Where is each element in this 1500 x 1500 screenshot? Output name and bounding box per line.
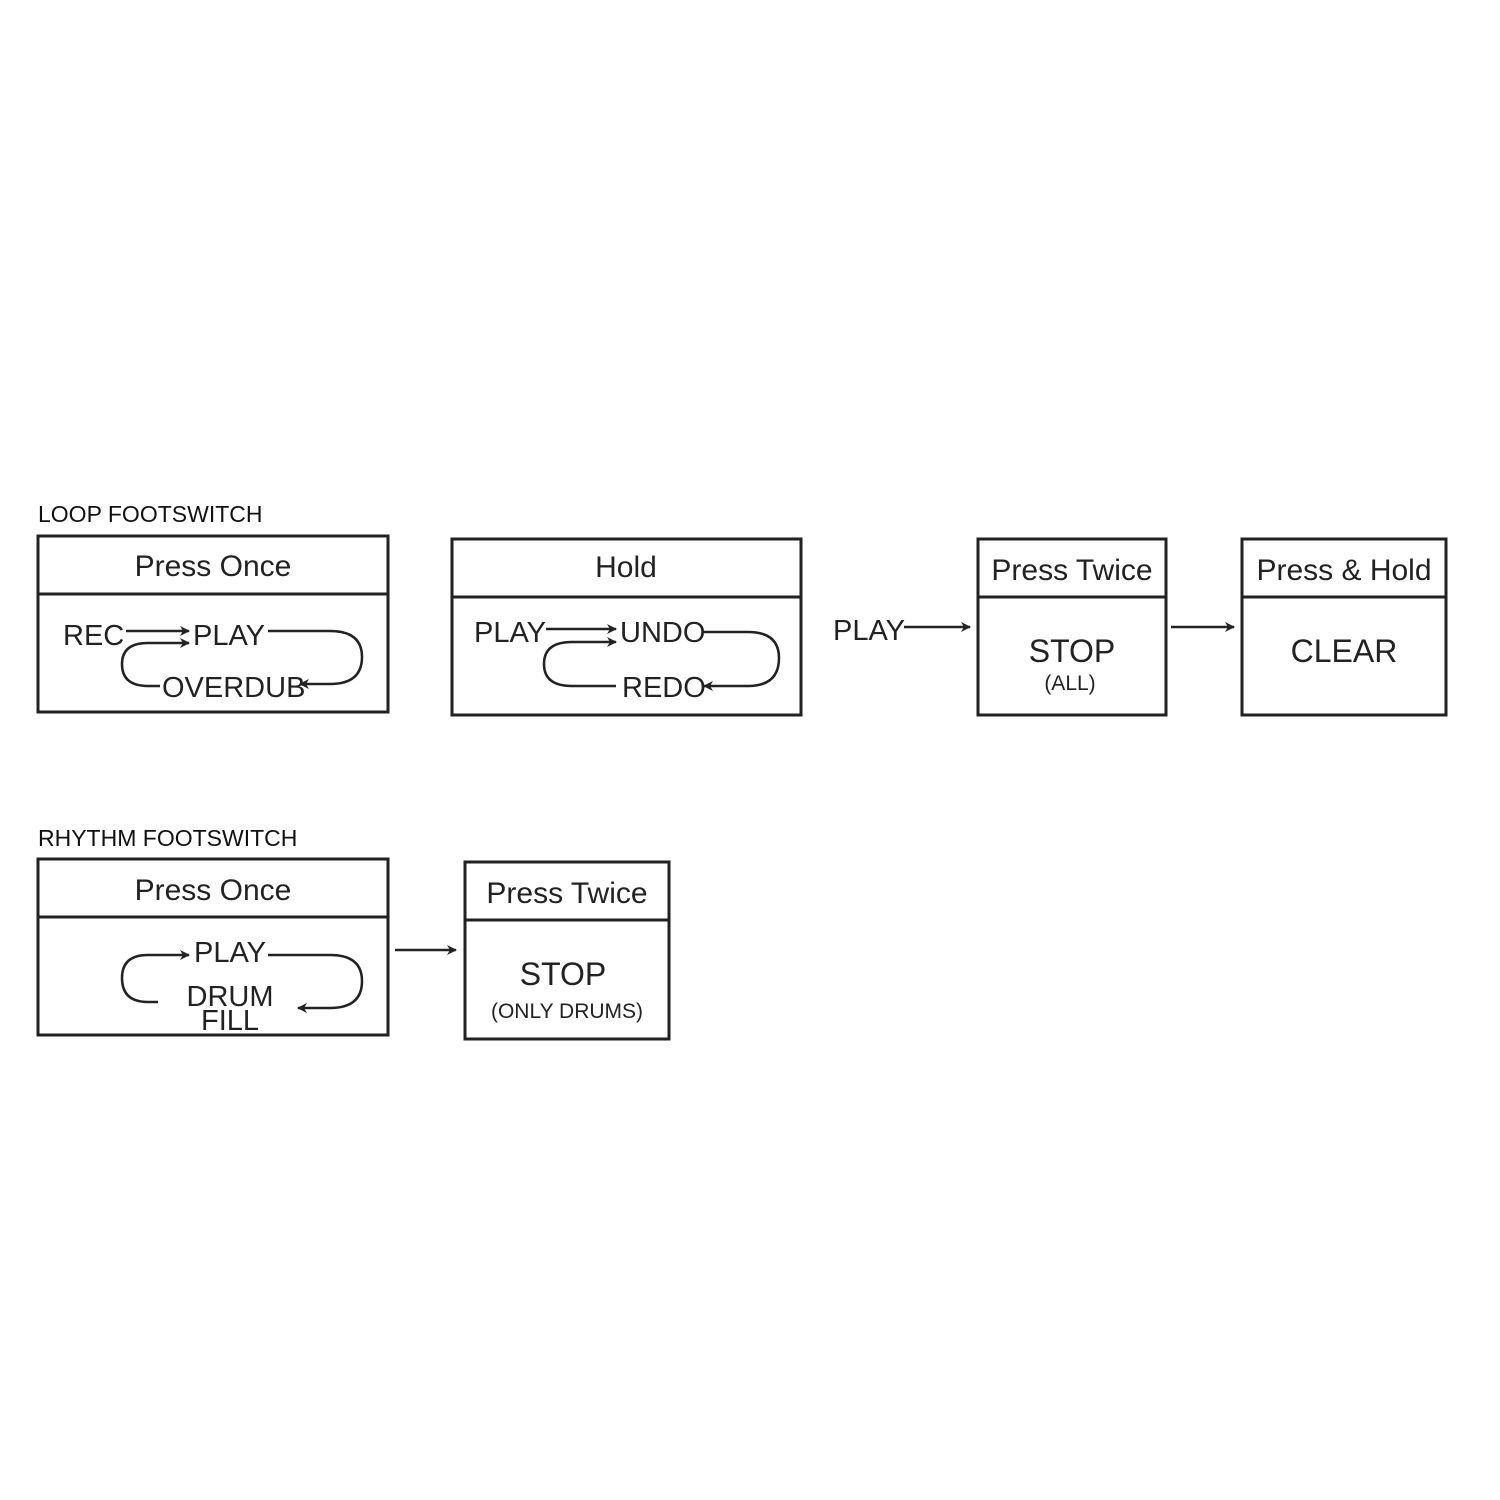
loop-footswitch-title: LOOP FOOTSWITCH	[38, 501, 262, 527]
loop-stop-sub-label: (ALL)	[1044, 672, 1095, 695]
rhythm-press-twice-box: Press Twice STOP (ONLY DRUMS)	[463, 860, 671, 1041]
loop-clear-label: CLEAR	[1291, 633, 1398, 669]
loop-hold-box: Hold PLAY UNDO REDO	[450, 537, 803, 717]
hold-play-label: PLAY	[474, 617, 546, 649]
hold-undo-label: UNDO	[620, 617, 705, 649]
rhythm-drum-label: DRUM	[187, 981, 274, 1013]
rhythm-press-twice-header: Press Twice	[486, 877, 647, 910]
loop-play-label: PLAY	[193, 620, 265, 652]
loop-press-once-box: Press Once REC PLAY OVERDUB	[36, 534, 390, 714]
play-to-fill-arrow	[268, 953, 364, 1013]
rhythm-fill-label: FILL	[201, 1005, 259, 1037]
rhythm-press-once-box: Press Once PLAY DRUM FILL	[36, 857, 390, 1037]
loop-press-twice-box: Press Twice STOP (ALL)	[976, 537, 1168, 717]
loop-stop-label: STOP	[1029, 633, 1116, 669]
undo-to-redo-arrow	[703, 630, 781, 691]
rhythm-press-once-header: Press Once	[135, 874, 292, 907]
loop-play-state-label: PLAY	[833, 615, 905, 647]
play-to-overdub-arrow	[268, 629, 364, 689]
rhythm-stop-sub-label: (ONLY DRUMS)	[491, 1000, 643, 1023]
hold-redo-label: REDO	[622, 672, 706, 704]
rhythm-footswitch-title: RHYTHM FOOTSWITCH	[38, 825, 297, 851]
loop-press-hold-box: Press & Hold CLEAR	[1240, 537, 1448, 717]
overdub-to-play-arrow	[120, 638, 190, 688]
rhythm-play-label: PLAY	[194, 937, 266, 969]
loop-press-once-header: Press Once	[135, 550, 292, 583]
loop-press-twice-header: Press Twice	[991, 554, 1152, 587]
loop-overdub-label: OVERDUB	[162, 672, 305, 704]
loop-press-hold-header: Press & Hold	[1256, 554, 1431, 587]
loop-hold-header: Hold	[595, 551, 657, 584]
rhythm-stop-label: STOP	[520, 956, 607, 992]
loop-rec-label: REC	[63, 620, 124, 652]
fill-to-play-arrow	[120, 950, 190, 1004]
redo-to-play-arrow	[542, 637, 617, 688]
